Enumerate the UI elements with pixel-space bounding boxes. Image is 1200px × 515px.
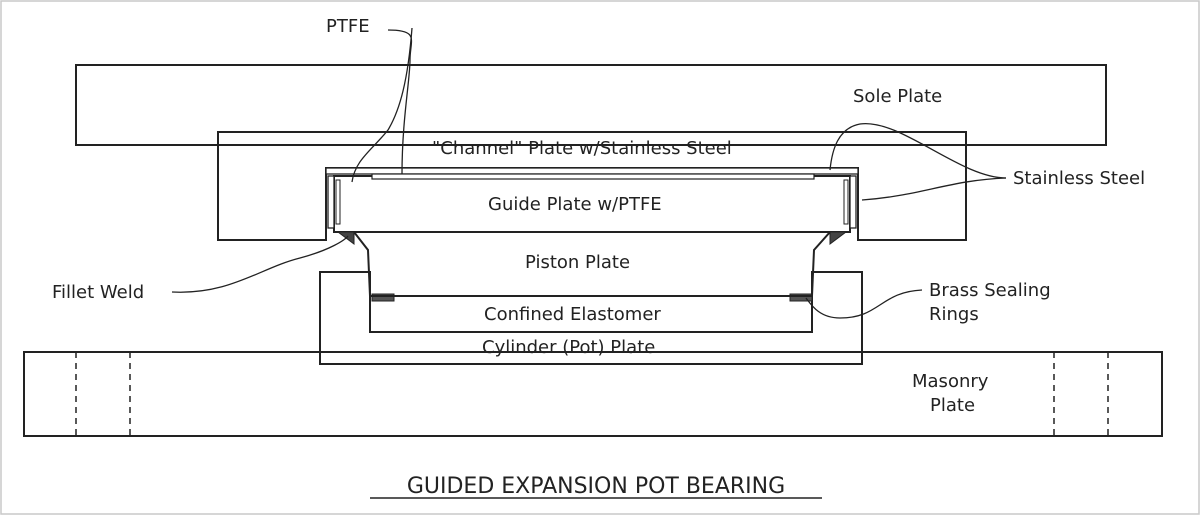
label-masonry: Masonry [912, 371, 989, 392]
label-sole-plate: Sole Plate [853, 86, 942, 107]
label-stainless-steel: Stainless Steel [1013, 168, 1145, 189]
label-ptfe: PTFE [326, 16, 370, 37]
label-confined-elastomer: Confined Elastomer [484, 304, 661, 325]
label-fillet-weld: Fillet Weld [52, 282, 144, 303]
label-brass-rings: Rings [929, 304, 979, 325]
masonry-plate [23, 351, 1163, 437]
label-masonry-plate: Plate [930, 395, 975, 416]
ptfe-strips [335, 173, 849, 225]
label-piston-plate: Piston Plate [525, 252, 630, 273]
label-brass-sealing: Brass Sealing [929, 280, 1051, 301]
brass-ring-right [789, 293, 813, 302]
fillet-weld-right [829, 231, 848, 245]
brass-ring-left [371, 293, 395, 302]
label-guide-plate: Guide Plate w/PTFE [488, 194, 662, 215]
label-channel-plate: "Channel" Plate w/Stainless Steel [432, 138, 732, 159]
diagram-title: GUIDED EXPANSION POT BEARING [407, 474, 785, 499]
leader-lines [171, 27, 1007, 319]
label-cylinder-plate: Cylinder (Pot) Plate [482, 337, 655, 358]
sole-plate [75, 64, 1107, 146]
